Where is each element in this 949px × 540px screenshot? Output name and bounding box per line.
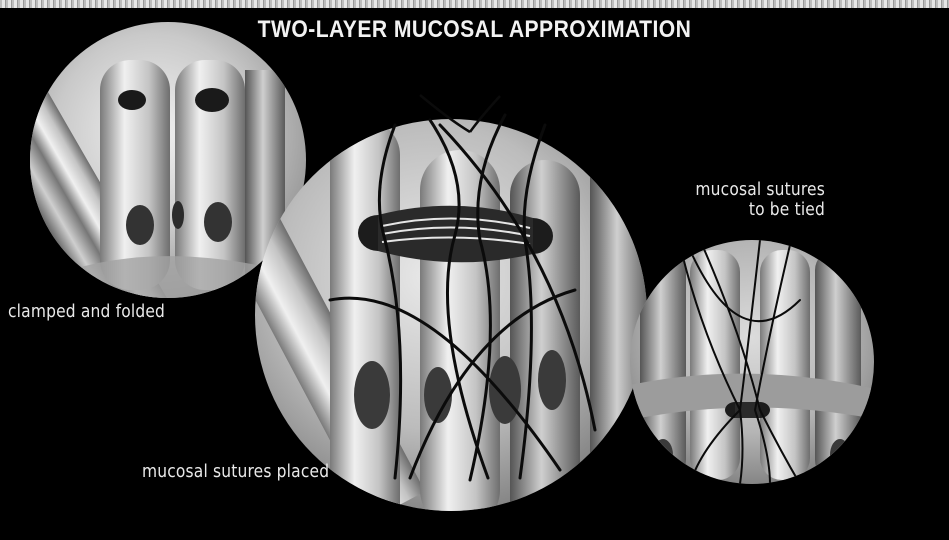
- clamped-and-folded-label: clamped and folded: [8, 302, 165, 322]
- sutures-to-be-tied-label-line-2: to be tied: [636, 200, 825, 220]
- page-title: TWO-LAYER MUCOSAL APPROXIMATION: [57, 16, 892, 44]
- sutures-to-be-tied-label-line-1: mucosal sutures: [636, 180, 825, 200]
- top-border-strip-overlay: [0, 0, 949, 8]
- sutures-placed-label: mucosal sutures placed: [142, 462, 329, 482]
- sutures-to-be-tied-label: mucosal sutures to be tied: [636, 180, 825, 220]
- sutures-to-be-tied-detail-circle: [630, 240, 880, 484]
